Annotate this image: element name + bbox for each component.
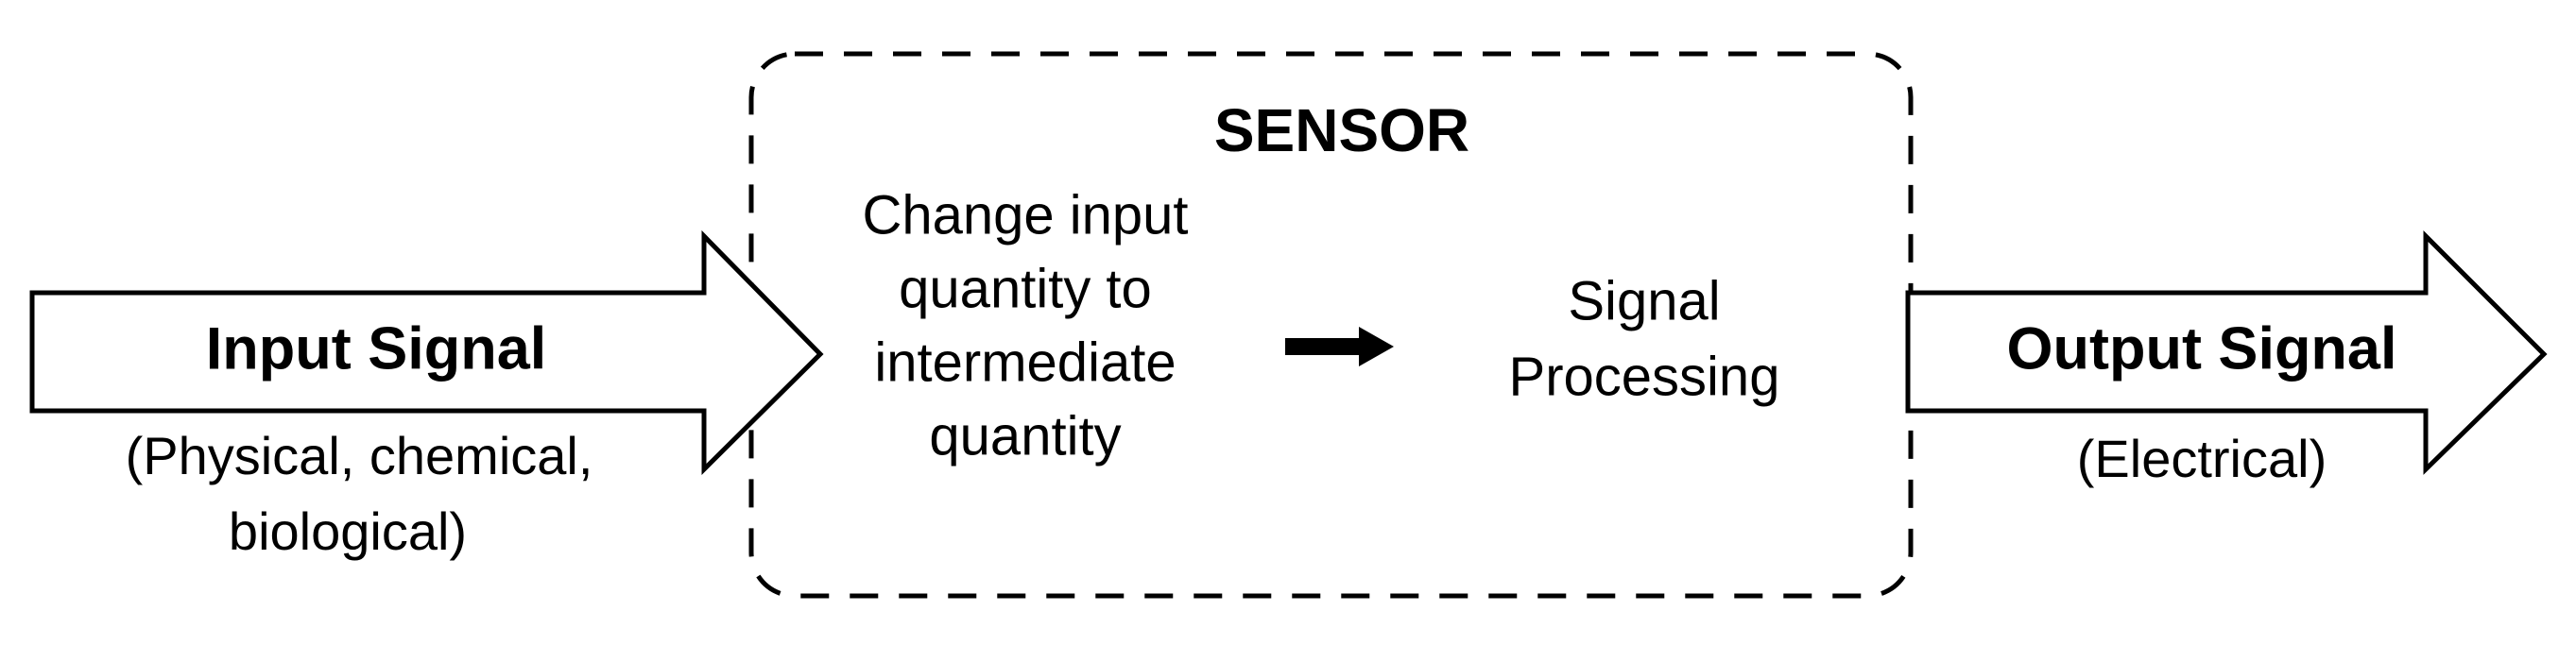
sensor-stage1-line3: intermediate xyxy=(874,331,1176,393)
input-signal-sublabel-line2: biological) xyxy=(229,501,467,561)
output-signal-sublabel-line1: (Electrical) xyxy=(2077,429,2327,488)
arrow-right-icon xyxy=(1285,327,1394,366)
input-signal-label: Input Signal xyxy=(206,316,546,382)
input-signal-sublabel-line1: (Physical, chemical, xyxy=(126,426,593,485)
sensor-stage1-line1: Change input xyxy=(862,184,1188,246)
output-signal-label: Output Signal xyxy=(2007,316,2397,382)
output-signal-block-arrow xyxy=(1905,229,2548,475)
sensor-stage2-line2: Processing xyxy=(1509,346,1780,407)
sensor-title: SENSOR xyxy=(1214,96,1469,164)
input-signal-block-arrow xyxy=(29,229,824,476)
sensor-stage1-line4: quantity xyxy=(929,405,1121,467)
sensor-stage1-line2: quantity to xyxy=(899,258,1152,319)
sensor-stage2-line1: Signal xyxy=(1568,270,1720,331)
